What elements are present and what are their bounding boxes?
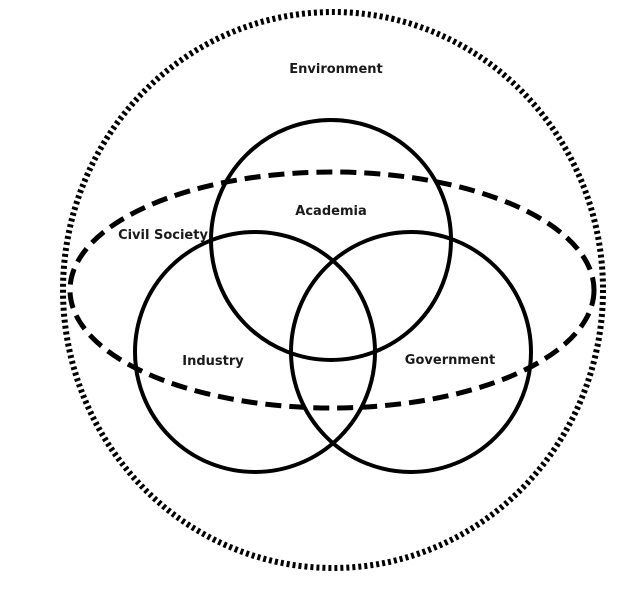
environment-circle — [60, 9, 606, 571]
industry-label: Industry — [182, 354, 244, 369]
civil-society-ellipse — [67, 169, 597, 411]
government-circle — [289, 230, 533, 474]
environment-label: Environment — [289, 62, 383, 77]
academia-circle — [209, 118, 453, 362]
civil-society-label: Civil Society — [118, 228, 208, 243]
academia-label: Academia — [295, 204, 366, 219]
government-label: Government — [405, 353, 495, 368]
industry-circle — [133, 230, 377, 474]
